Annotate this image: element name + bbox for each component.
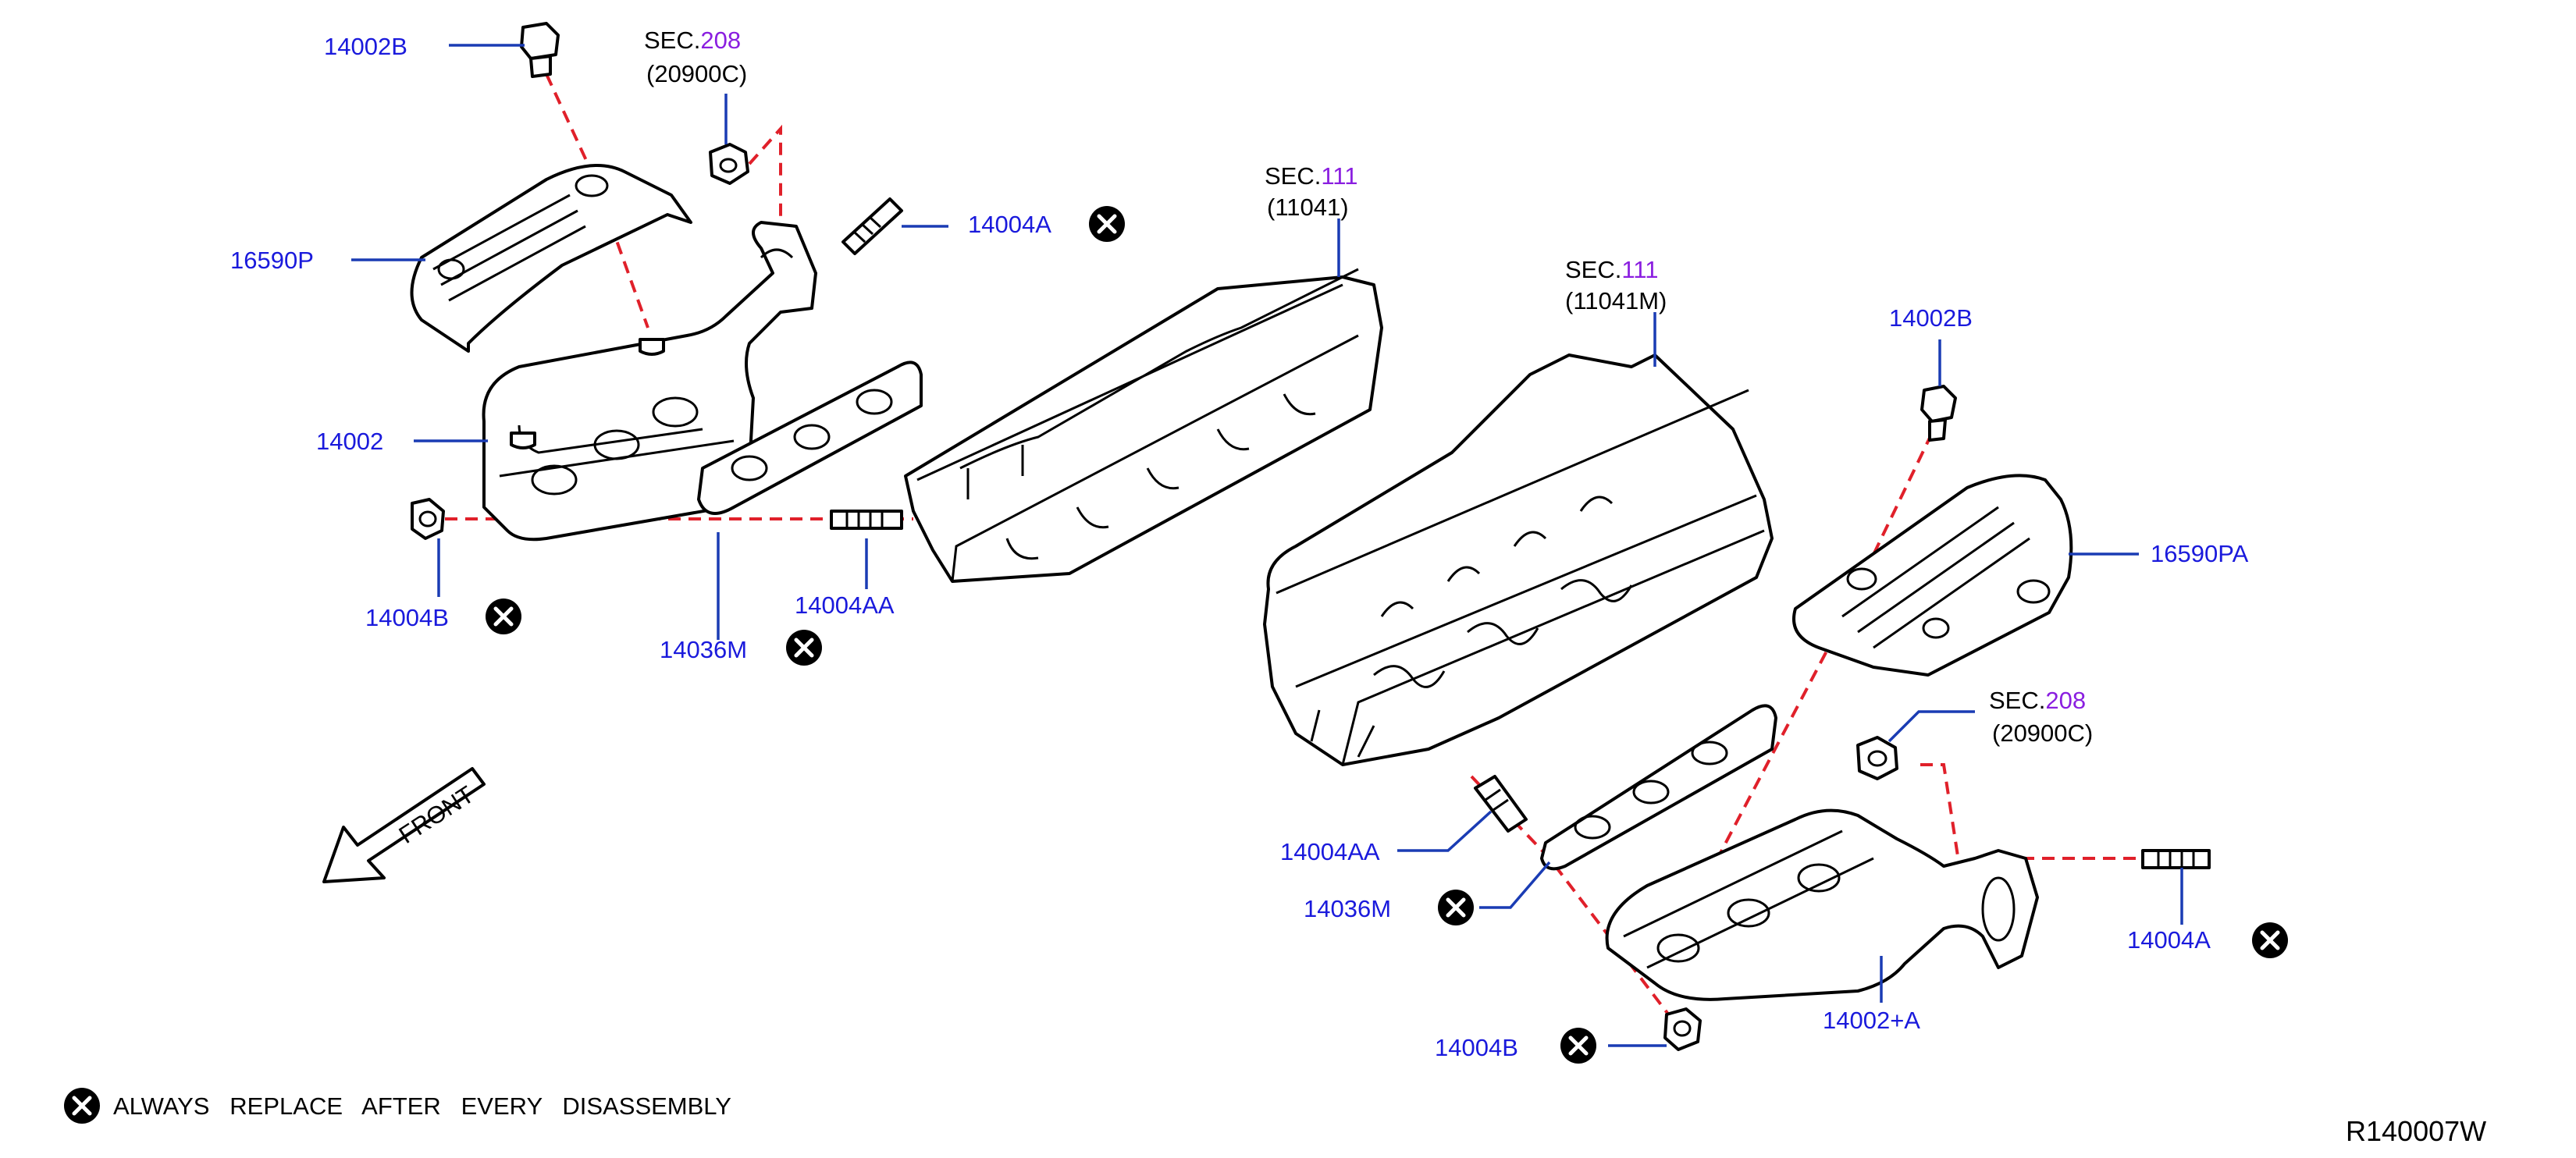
legend-text: ALWAYS REPLACE AFTER EVERY DISASSEMBLY [113,1092,731,1120]
label-gasket-right: 14036M [1304,895,1391,922]
label-heat-shield-right: 16590PA [2151,540,2249,567]
label-manifold-right: 14002+A [1823,1007,1920,1034]
label-stud-top-left: 14004A [968,211,1051,238]
cylinder-head-right [1263,353,1774,766]
x-circle-icon [786,630,822,666]
x-circle-icon [1089,206,1125,242]
gasket-right[interactable] [1540,704,1777,871]
stud-right[interactable] [2141,849,2211,869]
label-bolt-top-left: 14002B [324,33,407,60]
sec208-right-code: (20900C) [1992,719,2093,747]
nut-left[interactable] [411,498,445,540]
sec208-right-title: SEC.208 [1989,687,2086,714]
bolt-top-left[interactable] [520,22,560,78]
x-circle-icon [1438,890,1474,925]
label-manifold-left: 14002 [316,428,383,455]
stud-top-left[interactable] [841,197,903,255]
sec208-left-code: (20900C) [646,60,747,87]
stud-mid-right[interactable] [1474,775,1528,833]
label-nut-left: 14004B [365,604,449,631]
nut-sec208-left[interactable] [709,143,749,185]
x-circle-icon [64,1088,100,1124]
front-arrow-icon [322,767,486,883]
label-stud-mid-left: 14004AA [795,591,895,619]
label-heat-shield-left: 16590P [230,247,314,274]
leader-lines [351,44,2183,1047]
cylinder-head-left [904,268,1383,583]
x-circle-icon [1560,1028,1596,1064]
exhaust-manifold-right[interactable] [1605,808,2039,1001]
label-stud-mid-right: 14004AA [1280,838,1380,865]
label-nut-right: 14004B [1435,1034,1518,1061]
bolt-right[interactable] [1920,385,1957,442]
sec111-left-title: SEC.111 [1265,162,1357,190]
nut-right[interactable] [1663,1007,1702,1051]
x-circle-icon [486,599,521,634]
heat-shield-left[interactable] [410,164,692,353]
label-bolt-right: 14002B [1889,304,1973,332]
sec111-left-code: (11041) [1267,194,1349,221]
sec208-left-title: SEC.208 [644,27,741,54]
label-gasket-left: 14036M [660,636,747,663]
label-stud-right: 14004A [2127,926,2211,954]
heat-shield-right[interactable] [1792,474,2073,677]
sec111-right-title: SEC.111 [1565,256,1658,283]
nut-sec208-right[interactable] [1856,736,1898,780]
diagram-id: R140007W [2346,1115,2486,1147]
x-circle-icon [2252,922,2288,958]
sec111-right-code: (11041M) [1565,287,1667,314]
gasket-left[interactable] [697,361,923,515]
stud-mid-left[interactable] [830,510,903,530]
